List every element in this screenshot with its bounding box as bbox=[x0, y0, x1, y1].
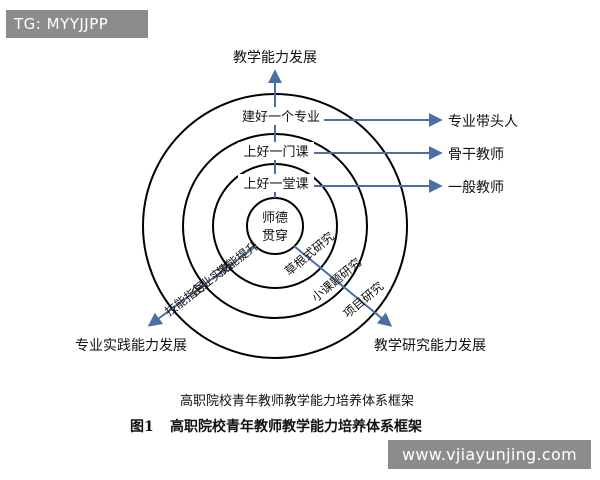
left-axis-outer: 技能指导 bbox=[162, 278, 209, 319]
outcome-inner: 一般教师 bbox=[448, 180, 504, 196]
left-goal-label: 专业实践能力发展 bbox=[75, 338, 187, 354]
figure-caption: 高职院校青年教师教学能力培养体系框架 bbox=[170, 418, 422, 435]
right-axis-inner: 草根式研究 bbox=[281, 229, 337, 279]
top-goal-label: 教学能力发展 bbox=[233, 50, 317, 66]
watermark-badge: www.vjiayunjing.com bbox=[388, 440, 591, 469]
outcome-outer: 专业带头人 bbox=[448, 114, 518, 130]
figure-label: 图1 bbox=[130, 419, 154, 435]
center-label-1: 师德 bbox=[262, 211, 288, 226]
right-diagonal-arrow bbox=[293, 245, 393, 327]
outcome-middle: 骨干教师 bbox=[448, 147, 504, 163]
vertical-label-inner: 上好一堂课 bbox=[243, 177, 308, 192]
tag-badge: TG: MYYJJPP bbox=[6, 10, 148, 38]
caption-small: 高职院校青年教师教学能力培养体系框架 bbox=[180, 393, 414, 409]
left-diagonal-arrow bbox=[147, 245, 257, 327]
vertical-label-outer: 建好一个专业 bbox=[242, 110, 320, 125]
center-label-2: 贯穿 bbox=[262, 228, 288, 244]
vertical-label-middle: 上好一门课 bbox=[243, 145, 308, 160]
right-goal-label: 教学研究能力发展 bbox=[374, 338, 486, 354]
